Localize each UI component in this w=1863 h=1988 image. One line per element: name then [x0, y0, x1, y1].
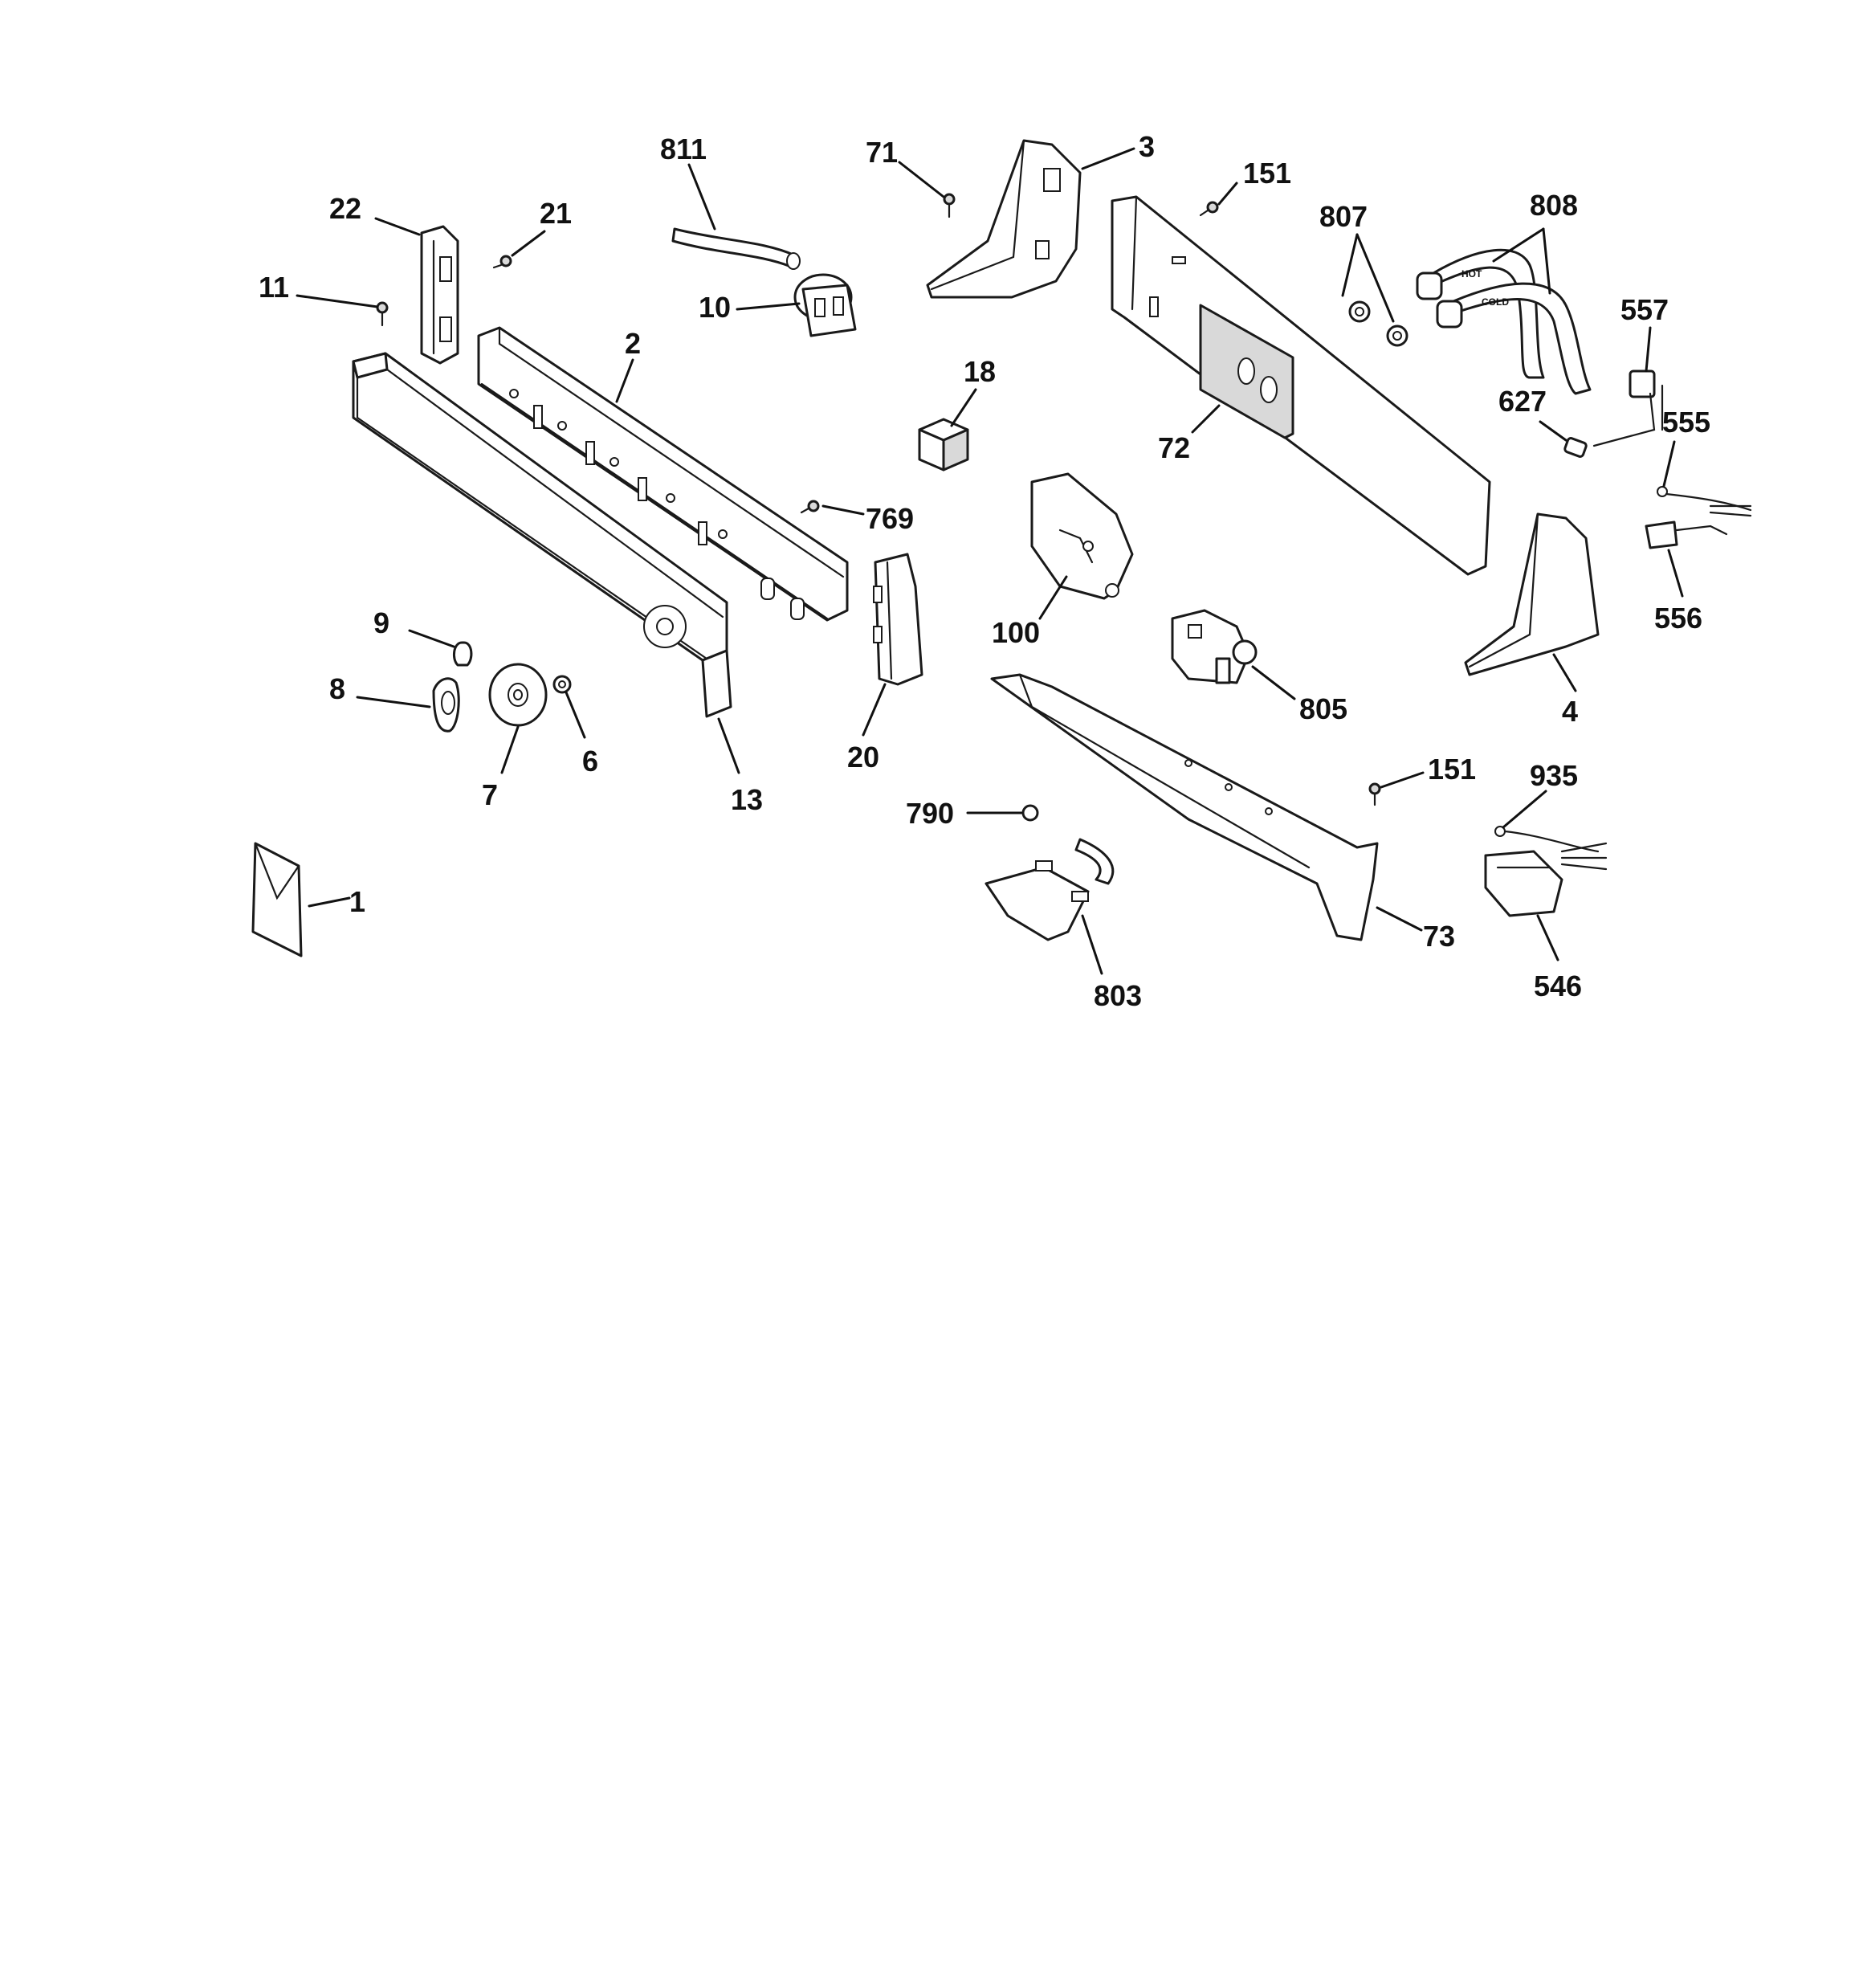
callout-10: 10	[699, 291, 731, 324]
part-8-knob	[432, 677, 460, 733]
callout-151-top: 151	[1243, 157, 1291, 190]
callout-21: 21	[540, 197, 572, 230]
part-790-clamp	[1021, 804, 1039, 822]
part-1-envelope	[251, 842, 303, 957]
hose-label-cold: COLD	[1482, 296, 1509, 308]
callout-556: 556	[1654, 602, 1702, 635]
callout-555: 555	[1662, 406, 1710, 439]
part-811-hose	[671, 227, 801, 270]
part-13-control-panel	[352, 352, 732, 718]
callout-627: 627	[1498, 385, 1547, 418]
part-627-plug	[1563, 437, 1588, 458]
screw-769	[800, 500, 820, 514]
part-72-rear-panel	[1111, 195, 1491, 576]
callout-2: 2	[625, 327, 641, 360]
callout-9: 9	[373, 606, 389, 639]
callout-8: 8	[329, 672, 345, 705]
part-935-harness	[1494, 826, 1608, 871]
callout-11: 11	[259, 271, 289, 304]
callout-935: 935	[1530, 759, 1578, 792]
callout-803: 803	[1094, 979, 1142, 1012]
callout-807: 807	[1319, 200, 1368, 233]
callout-769: 769	[866, 502, 914, 535]
callout-790: 790	[906, 797, 954, 830]
callout-22: 22	[329, 192, 361, 225]
screw-71	[943, 193, 956, 218]
part-9-clip	[452, 641, 473, 667]
part-807-washers	[1348, 300, 1408, 347]
part-803-tub-outlet	[984, 838, 1115, 941]
part-22-end-cap	[420, 225, 459, 365]
callout-18: 18	[964, 355, 996, 388]
callout-808: 808	[1530, 189, 1578, 222]
callout-4: 4	[1562, 695, 1578, 728]
callout-546: 546	[1534, 970, 1582, 1002]
part-6-nut	[552, 675, 572, 694]
part-20-end-cap	[873, 553, 923, 686]
callout-7: 7	[482, 778, 498, 811]
part-4-bracket	[1464, 512, 1600, 676]
callout-71: 71	[866, 136, 898, 169]
part-100-timer	[1030, 472, 1134, 600]
callout-811: 811	[660, 133, 707, 165]
screw-11	[376, 301, 389, 327]
callouts: 811 71 3 151 807 808 22 21 11 10 2 18 55…	[259, 130, 1710, 1012]
callout-3: 3	[1139, 130, 1155, 163]
part-546-terminal-block	[1484, 850, 1563, 917]
callout-100: 100	[992, 616, 1040, 649]
callout-72: 72	[1158, 431, 1190, 464]
part-557-switch	[1592, 369, 1664, 447]
part-18-cube	[918, 418, 969, 471]
hose-label-hot: HOT	[1461, 268, 1482, 280]
screw-151a	[1199, 201, 1219, 217]
callout-557: 557	[1620, 293, 1669, 326]
part-3-bracket	[926, 139, 1082, 299]
callout-73: 73	[1423, 920, 1455, 953]
callout-1: 1	[349, 885, 365, 918]
callout-20: 20	[847, 741, 879, 774]
callout-13: 13	[731, 783, 763, 816]
part-2-inner-panel	[477, 326, 849, 622]
callout-805: 805	[1299, 692, 1347, 725]
callout-6: 6	[582, 745, 598, 778]
screw-21	[492, 255, 512, 269]
part-805-valve	[1171, 609, 1258, 684]
part-555-wire	[1657, 486, 1752, 517]
part-73-base	[990, 673, 1379, 941]
part-10-pressure-switch	[793, 273, 857, 337]
part-808-fill-hoses: HOT COLD	[1416, 248, 1592, 395]
part-7-dial	[488, 663, 548, 727]
part-556-connector	[1645, 520, 1728, 549]
screw-151b	[1368, 782, 1381, 806]
leader-lines	[296, 147, 1684, 975]
callout-151-bottom: 151	[1428, 753, 1476, 786]
